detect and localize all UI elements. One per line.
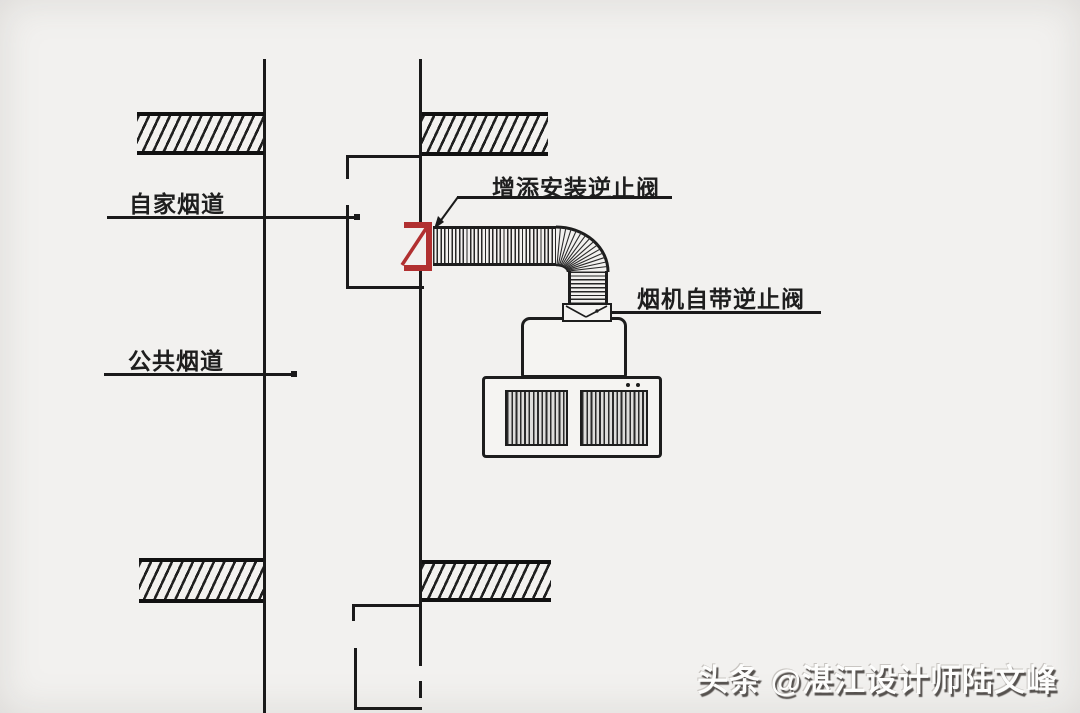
mid-flue-wall-line-upper <box>419 59 422 225</box>
public-flue-label: 公共烟道 <box>128 348 224 374</box>
hood-filter-right <box>580 390 648 446</box>
hood-valve-label: 烟机自带逆止阀 <box>637 286 805 312</box>
flex-duct-elbow <box>556 225 610 273</box>
left-flue-wall-line <box>263 59 266 713</box>
check-valve-symbol <box>400 222 432 271</box>
upper-chamber-left-line-a <box>346 155 349 179</box>
hood-check-valve-box <box>562 303 612 322</box>
upper-chamber-bottom-line <box>346 286 424 289</box>
upper-chamber-left-line-b <box>346 205 349 289</box>
lower-chamber-left-line-b <box>354 648 357 710</box>
slab-hatch-top-right <box>422 112 548 156</box>
lower-chamber-left-line-a <box>352 604 355 621</box>
hood-body <box>482 376 662 458</box>
public-flue-leader-line <box>104 373 296 376</box>
lower-chamber-top-line <box>352 604 422 607</box>
hood-indicator-dot-1 <box>626 383 630 387</box>
slab-hatch-bottom-left <box>139 558 263 603</box>
public-flue-leader-dot <box>291 371 297 377</box>
own-flue-leader-dot <box>354 214 360 220</box>
mid-flue-wall-line-middle <box>419 268 422 666</box>
added-check-valve-leader-arrow-icon <box>434 196 459 229</box>
flex-duct-vertical <box>568 271 608 304</box>
added-check-valve-underline <box>457 196 672 199</box>
hood-indicator-dot-2 <box>636 383 640 387</box>
hood-valve-underline <box>607 311 821 314</box>
upper-chamber-top-line <box>346 155 422 158</box>
valve-flap-icon <box>565 305 608 318</box>
hood-filter-left <box>505 390 568 446</box>
mid-flue-wall-line-lower <box>419 681 422 698</box>
watermark: 头条 @湛江设计师陆文峰 <box>697 663 1058 698</box>
flex-duct-horizontal <box>433 226 556 266</box>
lower-chamber-bottom-line <box>354 707 422 710</box>
hood-upper-housing <box>521 317 627 378</box>
slab-hatch-bottom-right <box>422 560 551 602</box>
own-flue-leader-line <box>107 216 359 219</box>
slab-hatch-top-left <box>137 112 264 155</box>
own-flue-label: 自家烟道 <box>129 191 225 217</box>
